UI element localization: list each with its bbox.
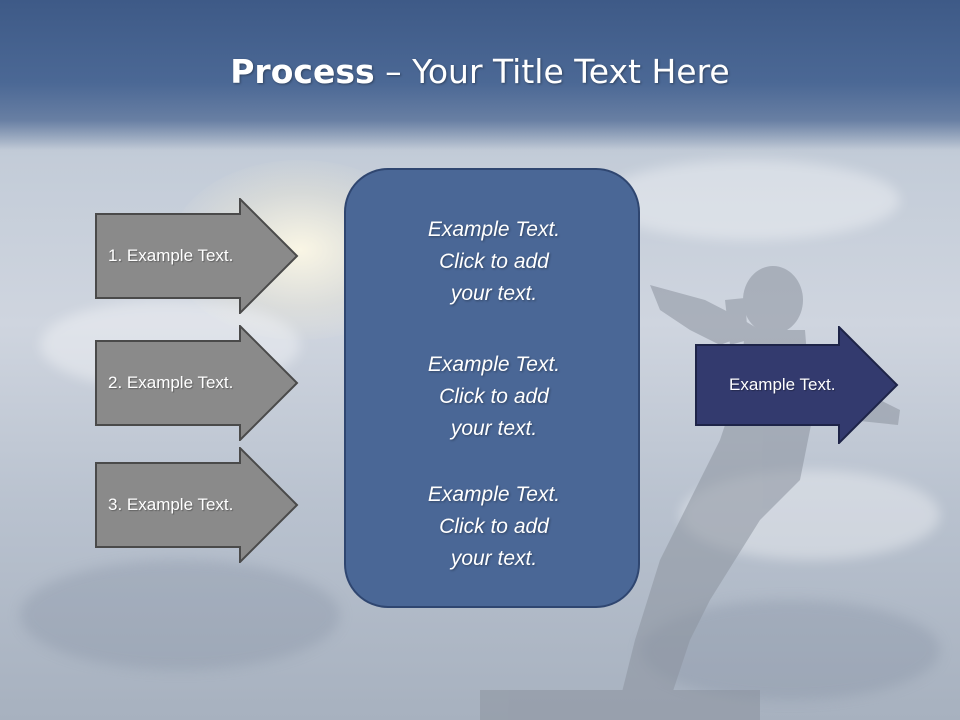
panel-text-block-1[interactable]: Example Text. Click to add your text. — [346, 214, 642, 310]
process-arrow-2[interactable]: 2. Example Text. — [95, 325, 300, 441]
panel-line: Click to add — [439, 515, 549, 538]
cloud — [20, 560, 340, 670]
title-bar — [0, 0, 960, 150]
process-arrow-1[interactable]: 1. Example Text. — [95, 198, 300, 314]
panel-line: Example Text. — [427, 353, 561, 376]
process-arrow-label: 2. Example Text. — [108, 373, 234, 392]
panel-line: Example Text. — [427, 483, 561, 506]
title-rest: – Your Title Text Here — [374, 52, 730, 91]
panel-line: your text. — [450, 417, 538, 440]
panel-line: Click to add — [439, 385, 549, 408]
result-arrow[interactable]: Example Text. — [695, 326, 900, 444]
result-arrow-label: Example Text. — [729, 375, 836, 394]
panel-text-block-3[interactable]: Example Text. Click to add your text. — [346, 479, 642, 575]
panel-line: Example Text. — [427, 218, 561, 241]
panel-line: your text. — [450, 282, 538, 305]
process-arrow-label: 1. Example Text. — [108, 246, 234, 265]
slide-title[interactable]: Process – Your Title Text Here — [0, 52, 960, 91]
process-arrow-3[interactable]: 3. Example Text. — [95, 447, 300, 563]
panel-line: Click to add — [439, 250, 549, 273]
title-bold: Process — [230, 52, 375, 91]
panel-text-block-2[interactable]: Example Text. Click to add your text. — [346, 349, 642, 445]
center-text-panel[interactable]: Example Text. Click to add your text. Ex… — [344, 168, 640, 608]
process-arrow-label: 3. Example Text. — [108, 495, 234, 514]
cloud — [600, 160, 900, 240]
panel-line: your text. — [450, 547, 538, 570]
